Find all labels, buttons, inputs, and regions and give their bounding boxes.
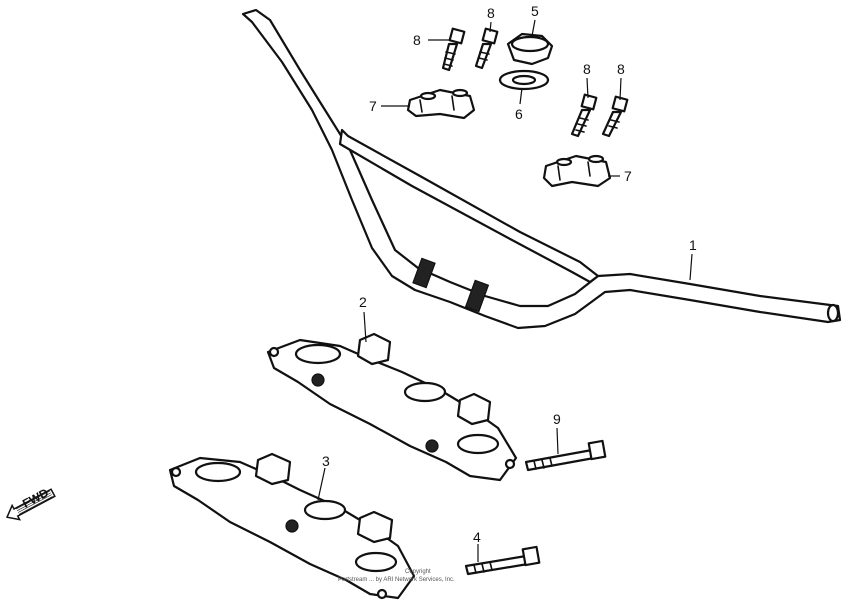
callout-4: 4 bbox=[473, 529, 481, 545]
bolt-4 bbox=[464, 545, 541, 576]
callout-3: 3 bbox=[322, 453, 330, 469]
callout-1: 1 bbox=[689, 237, 697, 253]
callout-8-b: 8 bbox=[487, 5, 495, 21]
lower-bridge bbox=[168, 452, 416, 600]
callout-8-c: 8 bbox=[583, 61, 591, 77]
handlebar bbox=[241, 8, 842, 330]
leader-lines bbox=[317, 19, 693, 562]
callout-8-d: 8 bbox=[617, 61, 625, 77]
bolt-8-b bbox=[474, 27, 499, 70]
copyright-line-2: Partstream ... by ARI Network Services, … bbox=[338, 577, 455, 583]
upper-bridge bbox=[266, 332, 518, 482]
callout-2: 2 bbox=[359, 294, 367, 310]
upper-handlebar-holder-right bbox=[542, 154, 612, 188]
bolt-9 bbox=[524, 439, 607, 472]
callout-7-left: 7 bbox=[369, 98, 377, 114]
callout-8-a: 8 bbox=[413, 32, 421, 48]
bolt-8-a bbox=[441, 27, 466, 72]
bolt-8-d bbox=[601, 95, 629, 138]
bolt-8-c bbox=[570, 93, 598, 138]
copyright-line-1: Copyright bbox=[405, 569, 431, 575]
callout-6: 6 bbox=[515, 106, 523, 122]
nut-5 bbox=[506, 32, 554, 66]
fwd-arrow bbox=[5, 488, 56, 521]
upper-handlebar-holder-left bbox=[406, 88, 476, 120]
washer-6 bbox=[498, 69, 550, 91]
callout-9: 9 bbox=[553, 411, 561, 427]
callout-7-right: 7 bbox=[624, 168, 632, 184]
callout-5: 5 bbox=[531, 3, 539, 19]
